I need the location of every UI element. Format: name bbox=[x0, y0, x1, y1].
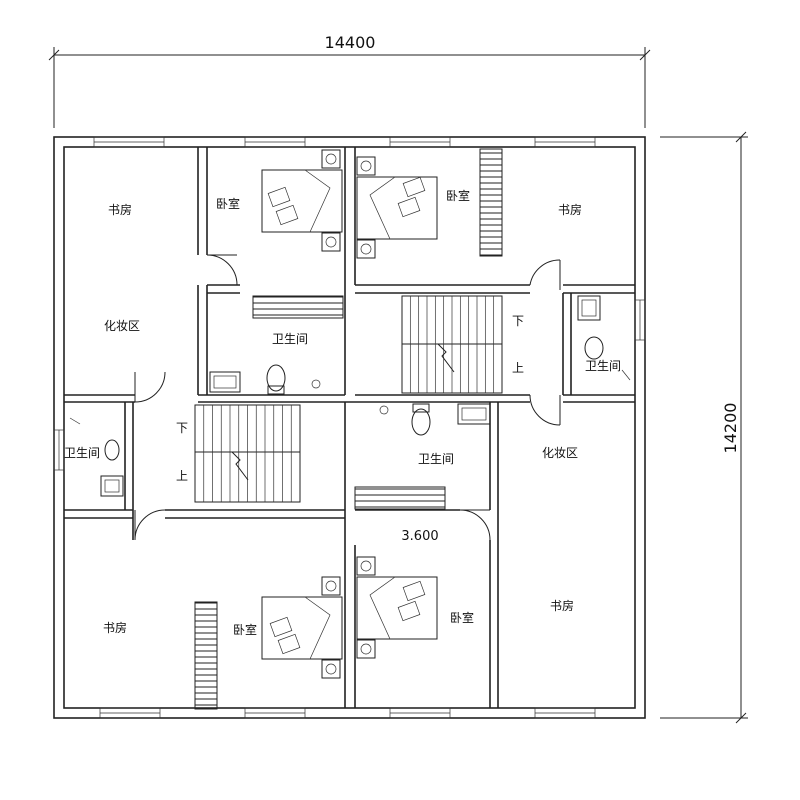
room-bathroom-upper-left: 卫生间 bbox=[272, 332, 308, 346]
room-bedroom-lower-left: 卧室 bbox=[233, 622, 257, 637]
room-bathroom-right: 卫生间 bbox=[585, 359, 621, 373]
room-study-lower-right: 书房 bbox=[550, 598, 574, 613]
bed-upper-right bbox=[356, 156, 438, 259]
room-study-upper-left: 书房 bbox=[108, 202, 132, 217]
room-bedroom-upper-left: 卧室 bbox=[216, 196, 240, 211]
stair-right: 下 上 bbox=[401, 295, 524, 394]
dimension-width: 14400 bbox=[48, 33, 651, 128]
room-bathroom-left: 卫生间 bbox=[64, 446, 100, 460]
room-vanity-right: 化妆区 bbox=[542, 446, 578, 460]
stair-down-label: 下 bbox=[176, 421, 188, 435]
room-study-upper-right: 书房 bbox=[558, 202, 582, 217]
doors bbox=[134, 254, 561, 541]
width-label: 14400 bbox=[325, 33, 376, 52]
room-labels: 书房 化妆区 卧室 卫生间 卧室 书房 卫生间 卫生间 卫生间 化妆区 书房 卧… bbox=[64, 188, 621, 637]
bed-lower-left bbox=[261, 576, 343, 679]
room-vanity-left: 化妆区 bbox=[104, 319, 140, 333]
room-study-lower-left: 书房 bbox=[103, 620, 127, 635]
room-bedroom-lower-right: 卧室 bbox=[450, 610, 474, 625]
interior-walls bbox=[64, 147, 635, 708]
exterior-walls bbox=[53, 136, 646, 719]
stair-down-label: 下 bbox=[512, 314, 524, 328]
bed-upper-left bbox=[261, 149, 343, 252]
stair-up-label: 上 bbox=[176, 469, 188, 483]
stair-left: 下 上 bbox=[176, 404, 301, 503]
bath-fixtures bbox=[69, 295, 631, 497]
elevation-label: 3.600 bbox=[401, 529, 438, 544]
dimension-height: 14200 bbox=[660, 131, 748, 724]
wardrobes bbox=[194, 148, 503, 710]
bed-lower-right bbox=[356, 556, 438, 659]
room-bedroom-upper-right: 卧室 bbox=[446, 188, 470, 203]
room-bathroom-middle: 卫生间 bbox=[418, 452, 454, 466]
stair-up-label: 上 bbox=[512, 361, 524, 375]
windows bbox=[53, 136, 646, 719]
height-label: 14200 bbox=[721, 403, 740, 454]
